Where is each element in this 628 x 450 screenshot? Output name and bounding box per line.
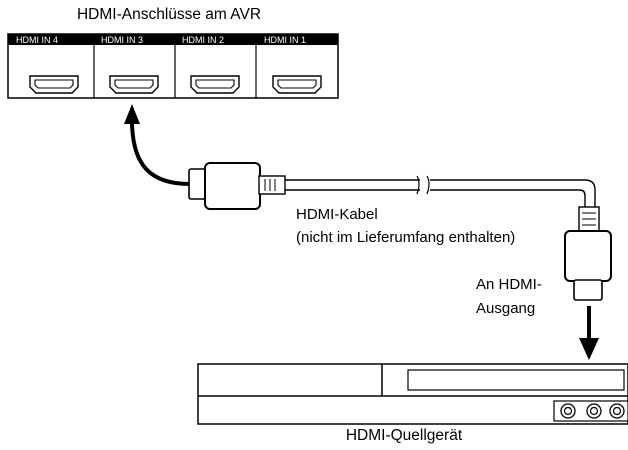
hdmi-port-in4 <box>29 75 79 94</box>
rca-jack-icon <box>609 403 625 419</box>
rca-jack-icon <box>586 403 602 419</box>
insert-arrow <box>124 104 191 186</box>
rca-jack-icon <box>560 403 576 419</box>
hdmi-plug-left <box>188 162 286 210</box>
port-label-in2: HDMI IN 2 <box>182 35 224 45</box>
source-device <box>197 363 628 425</box>
cable-label: HDMI-Kabel <box>296 206 378 223</box>
port-label-in4: HDMI IN 4 <box>16 35 58 45</box>
down-arrow <box>579 306 599 360</box>
cable-note: (nicht im Lieferumfang enthalten) <box>296 229 516 246</box>
hdmi-port-in1 <box>272 75 322 94</box>
avr-panel: HDMI IN 4 HDMI IN 3 HDMI IN 2 HDMI IN 1 <box>7 33 339 99</box>
output-label-line2: Ausgang <box>476 300 536 317</box>
hdmi-cable <box>285 175 596 208</box>
hdmi-port-in3 <box>109 75 159 94</box>
hdmi-plug-right <box>564 206 612 301</box>
source-device-label: HDMI-Quellgerät <box>345 427 463 444</box>
hdmi-port-in2 <box>190 75 240 94</box>
diagram-title: HDMI-Anschlüsse am AVR <box>76 6 262 23</box>
output-label-line1: An HDMI- <box>476 276 542 293</box>
port-label-in3: HDMI IN 3 <box>101 35 143 45</box>
port-label-in1: HDMI IN 1 <box>264 35 306 45</box>
